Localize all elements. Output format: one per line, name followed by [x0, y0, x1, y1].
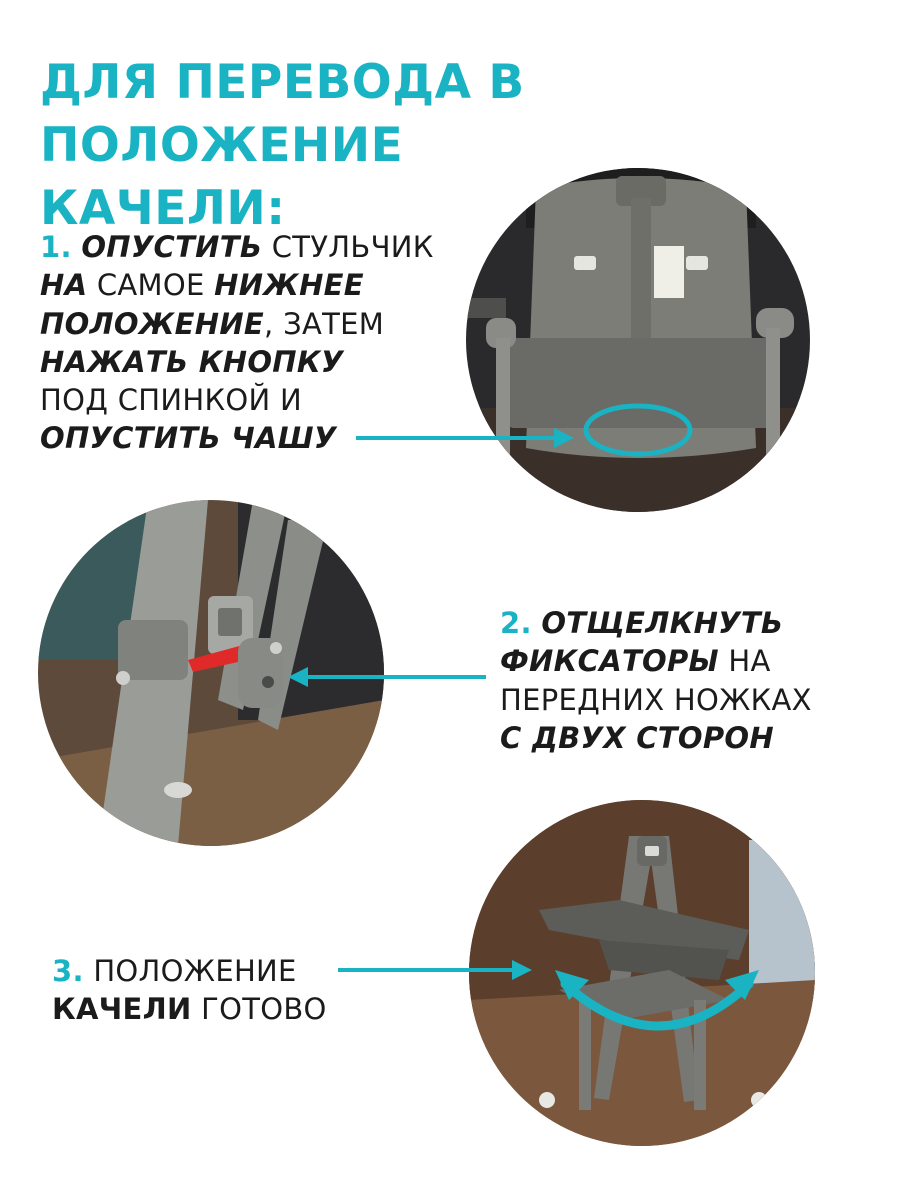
leg-latch-illustration [38, 500, 384, 846]
photo-swing-mode [469, 800, 815, 1146]
step-1-lower-bowl: ОПУСТИТЬ ЧАШУ [40, 421, 337, 456]
step-3-text: 3. ПОЛОЖЕНИЕ КАЧЕЛИ ГОТОВО [52, 952, 372, 1029]
step-1-number: 1. [40, 230, 72, 264]
step-1-position: ПОЛОЖЕНИЕ [40, 306, 265, 341]
step-2-on: НА [718, 644, 771, 679]
highlight-ellipse-icon [583, 403, 693, 457]
step-3-ready: ГОТОВО [191, 992, 327, 1027]
step-1-then: , ЗАТЕМ [264, 306, 385, 341]
step-1-press-button: НАЖАТЬ КНОПКУ [40, 344, 344, 379]
step-1-lowest: НИЖНЕЕ [214, 268, 364, 303]
step-3-number: 3. [52, 954, 84, 988]
step-1-prep: НА [40, 268, 88, 303]
swing-mode-illustration [469, 800, 815, 1146]
step-1-verb: ОПУСТИТЬ [81, 230, 263, 264]
step-2-both-sides: С ДВУХ СТОРОН [500, 720, 774, 755]
arrow-left-icon [288, 667, 486, 687]
step-3-position: ПОЛОЖЕНИЕ [83, 954, 297, 988]
step-2-number: 2. [500, 606, 532, 640]
step-3-swing: КАЧЕЛИ [52, 992, 192, 1027]
page-title: ДЛЯ ПЕРЕВОДА В ПОЛОЖЕНИЕ КАЧЕЛИ: [40, 52, 870, 241]
title-line-1: ДЛЯ ПЕРЕВОДА В ПОЛОЖЕНИЕ [40, 55, 525, 173]
step-2-text: 2. ОТЩЕЛКНУТЬ ФИКСАТОРЫ НА ПЕРЕДНИХ НОЖК… [500, 604, 890, 757]
arrow-right-icon [356, 428, 574, 448]
swing-motion-arc-icon [560, 979, 754, 1031]
photo-leg-latch [38, 500, 384, 846]
photo-seat-back [466, 168, 810, 512]
seat-back-illustration [466, 168, 810, 512]
step-2-front-legs: ПЕРЕДНИХ НОЖКАХ [500, 682, 812, 717]
step-1-text: 1. ОПУСТИТЬ СТУЛЬЧИК НА САМОЕ НИЖНЕЕ ПОЛ… [40, 228, 460, 458]
step-2-latches: ФИКСАТОРЫ [500, 644, 719, 679]
step-2-verb: ОТЩЕЛКНУТЬ [541, 606, 784, 640]
step-1-under-back: ПОД СПИНКОЙ И [40, 383, 302, 418]
step-1-adj: САМОЕ [87, 268, 215, 303]
title-line-2: КАЧЕЛИ: [40, 180, 286, 236]
step-1-object: СТУЛЬЧИК [262, 230, 434, 264]
arrow-right-icon [338, 960, 532, 980]
